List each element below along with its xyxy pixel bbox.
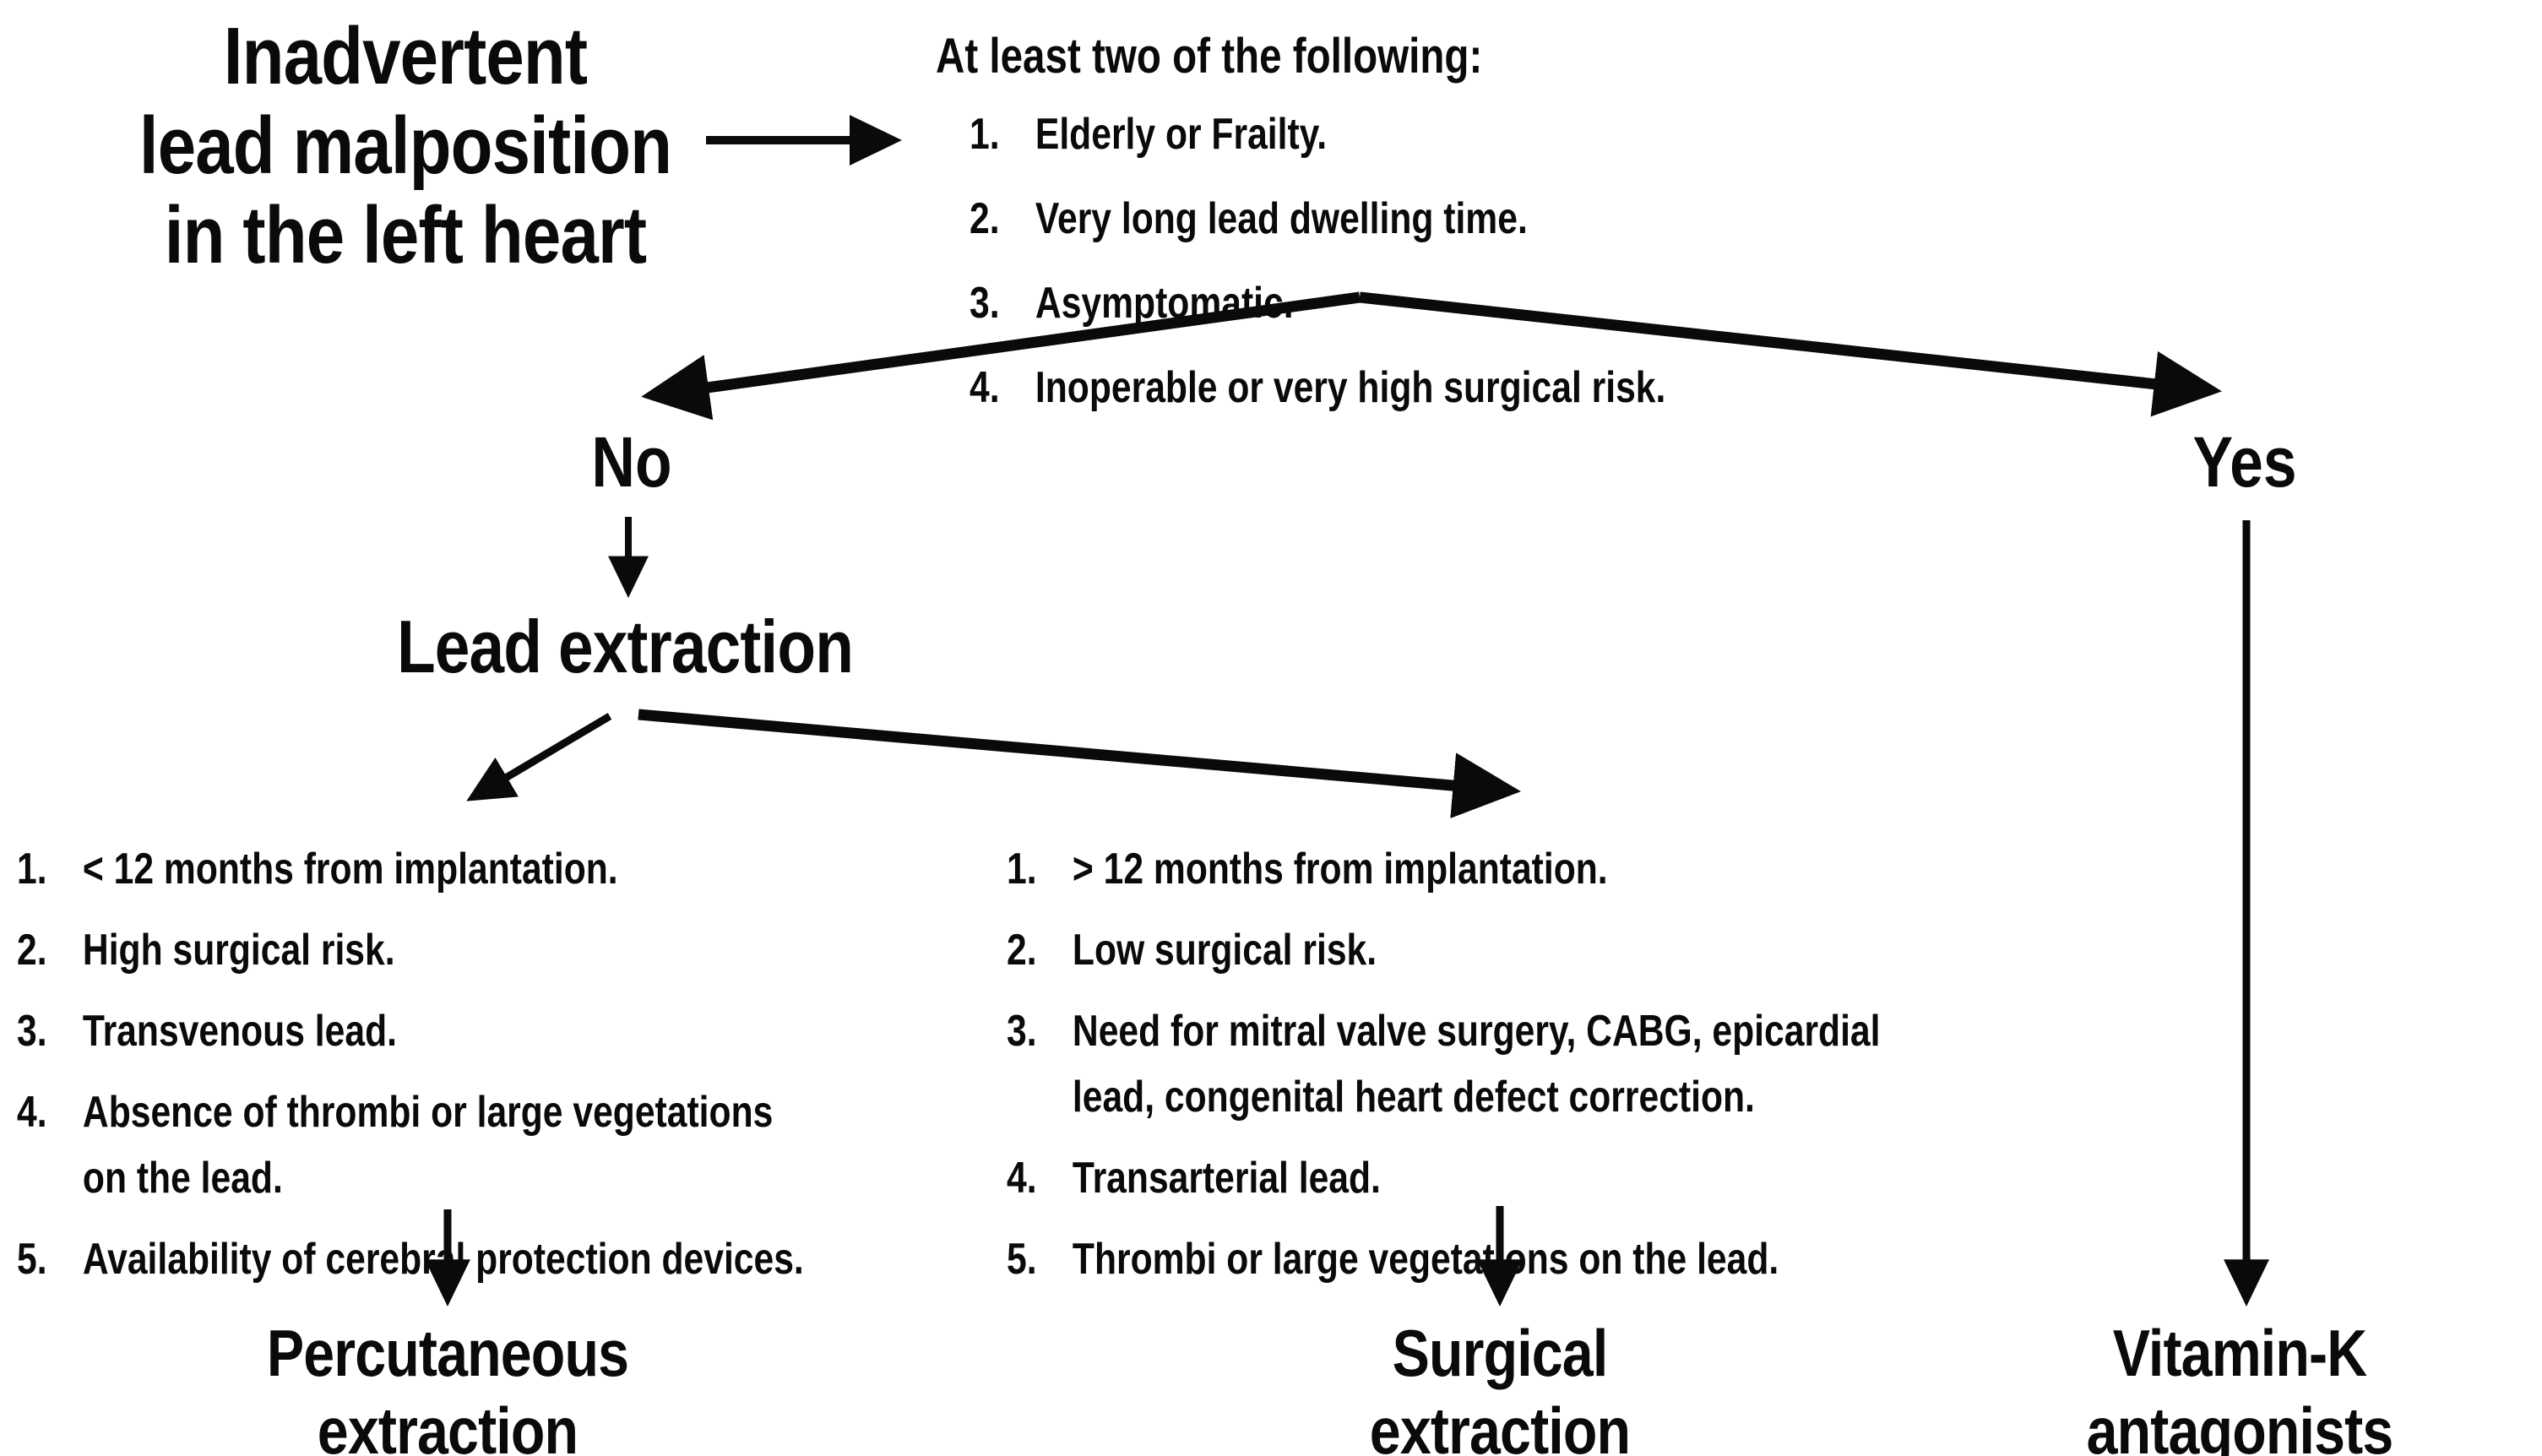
criteria-item-text: Elderly or Frailty. bbox=[1035, 110, 1328, 159]
item-number: 4. bbox=[1007, 1154, 1037, 1203]
criteria-item-text: Inoperable or very high surgical risk. bbox=[1035, 363, 1666, 412]
lead-extraction-node: Lead extraction bbox=[396, 605, 854, 688]
criteria-item-text: Asymptomatic. bbox=[1035, 279, 1294, 328]
item-text: > 12 months from implantation. bbox=[1072, 845, 1608, 894]
criteria-item-number: 4. bbox=[970, 363, 1000, 412]
outcome-vitamin-k-antagonists: Vitamin-K antagonists (INR 2.5-3.5) bbox=[2086, 1316, 2394, 1456]
item-number: 2. bbox=[1007, 926, 1037, 975]
percutaneous-criteria-item: 5. Availability of cerebral protection d… bbox=[17, 1226, 1000, 1292]
percutaneous-criteria-list: 1. < 12 months from implantation. 2. Hig… bbox=[17, 821, 1000, 1307]
percutaneous-criteria-item: 1. < 12 months from implantation. bbox=[17, 836, 1000, 902]
outcome-surgical-extraction: Surgical extraction bbox=[1369, 1316, 1631, 1456]
decision-yes: Yes bbox=[2192, 422, 2297, 502]
criteria-item-number: 3. bbox=[970, 279, 1000, 328]
surgical-criteria-item: 2. Low surgical risk. bbox=[1007, 917, 2115, 983]
surgical-criteria-item: 5. Thrombi or large vegetations on the l… bbox=[1007, 1226, 2115, 1292]
item-text: Low surgical risk. bbox=[1072, 926, 1377, 975]
arrow-lead-extraction-to-surgical-criteria bbox=[638, 709, 1521, 818]
outcome-percutaneous-extraction: Percutaneous extraction bbox=[266, 1316, 629, 1456]
decision-no: No bbox=[591, 422, 672, 502]
criteria-item: 2. Very long lead dwelling time. bbox=[970, 184, 1870, 253]
surgical-criteria-item: 4. Transarterial lead. bbox=[1007, 1145, 2115, 1211]
percutaneous-criteria-item: 2. High surgical risk. bbox=[17, 917, 1000, 983]
percutaneous-criteria-item: 4. Absence of thrombi or large vegetatio… bbox=[17, 1079, 1000, 1211]
criteria-list: 1. Elderly or Frailty. 2. Very long lead… bbox=[970, 84, 1870, 437]
criteria-item-number: 2. bbox=[970, 194, 1000, 243]
arrow-criteria-to-no bbox=[641, 291, 1361, 421]
start-node-title: Inadvertent lead malposition in the left… bbox=[139, 11, 672, 280]
item-text: Need for mitral valve surgery, CABG, epi… bbox=[1072, 1007, 1881, 1122]
item-number: 3. bbox=[1007, 1007, 1037, 1056]
item-text: High surgical risk. bbox=[82, 926, 395, 975]
item-text: < 12 months from implantation. bbox=[82, 845, 618, 894]
item-number: 3. bbox=[17, 1007, 47, 1056]
arrow-criteria-to-yes bbox=[1359, 291, 2222, 417]
item-number: 1. bbox=[17, 845, 47, 894]
item-number: 4. bbox=[17, 1088, 47, 1137]
criteria-item-number: 1. bbox=[970, 110, 1000, 159]
item-text: Availability of cerebral protection devi… bbox=[82, 1235, 804, 1284]
item-number: 2. bbox=[17, 926, 47, 975]
item-text: Transarterial lead. bbox=[1072, 1154, 1381, 1203]
item-number: 5. bbox=[1007, 1235, 1037, 1284]
criteria-block: At least two of the following: bbox=[936, 14, 2203, 118]
item-text: Thrombi or large vegetations on the lead… bbox=[1072, 1235, 1779, 1284]
item-number: 1. bbox=[1007, 845, 1037, 894]
surgical-criteria-list: 1. > 12 months from implantation. 2. Low… bbox=[1007, 821, 2115, 1307]
item-text: Transvenous lead. bbox=[82, 1007, 397, 1056]
item-text: Absence of thrombi or large vegetations … bbox=[82, 1088, 774, 1203]
criteria-item: 3. Asymptomatic. bbox=[970, 269, 1870, 338]
criteria-item: 4. Inoperable or very high surgical risk… bbox=[970, 353, 1870, 422]
percutaneous-criteria-item: 3. Transvenous lead. bbox=[17, 998, 1000, 1064]
criteria-item-text: Very long lead dwelling time. bbox=[1035, 194, 1528, 243]
arrow-lead-extraction-to-percutaneous-criteria bbox=[466, 713, 612, 801]
surgical-criteria-item: 1. > 12 months from implantation. bbox=[1007, 836, 2115, 902]
surgical-criteria-item: 3. Need for mitral valve surgery, CABG, … bbox=[1007, 998, 2115, 1130]
criteria-heading: At least two of the following: bbox=[936, 29, 1483, 84]
criteria-item: 1. Elderly or Frailty. bbox=[970, 100, 1870, 169]
item-number: 5. bbox=[17, 1235, 47, 1284]
